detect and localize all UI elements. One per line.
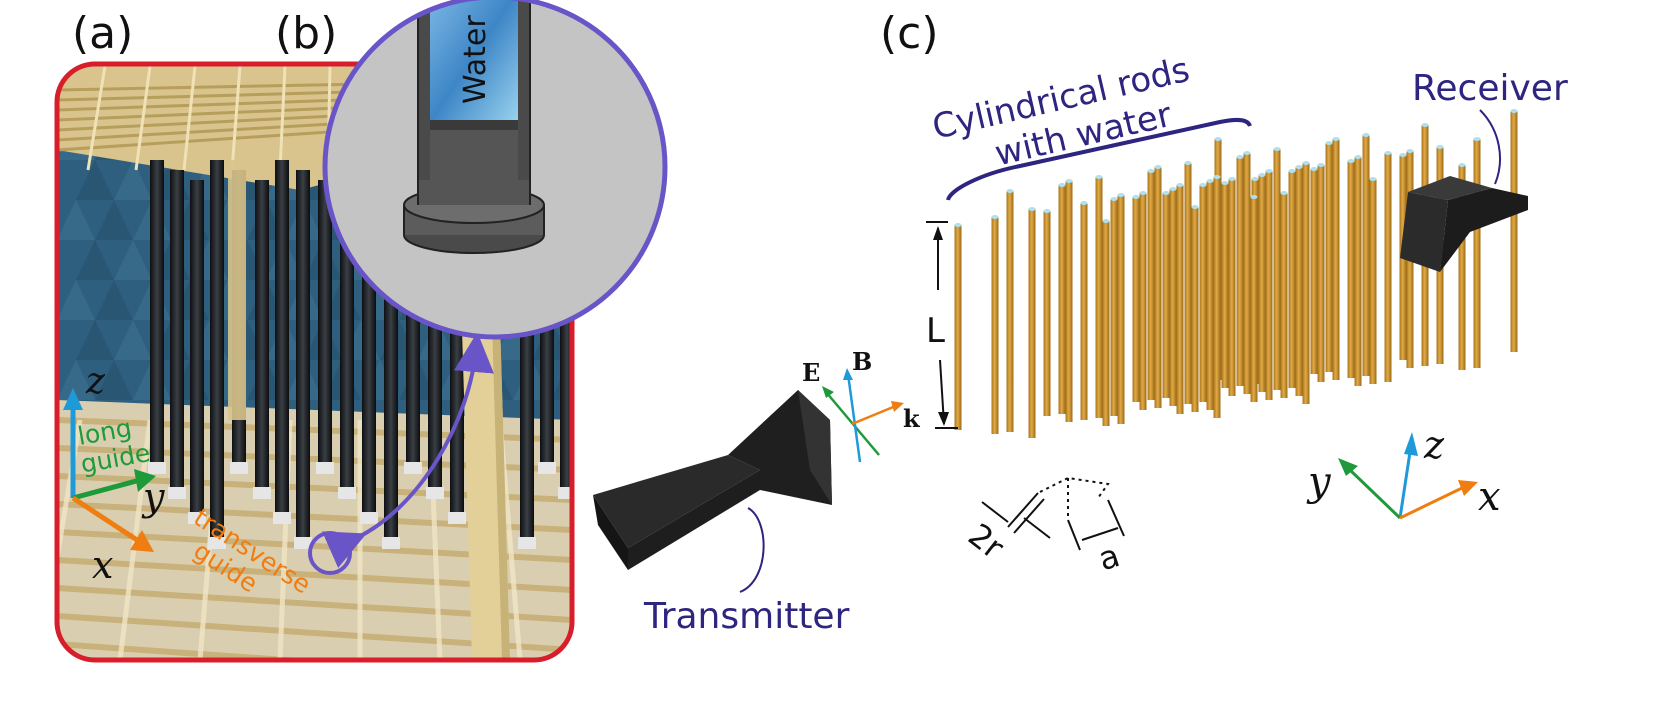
rods-brace bbox=[946, 117, 1252, 201]
field-k-label: k bbox=[903, 404, 921, 433]
receiver-label: Receiver bbox=[1412, 68, 1568, 109]
inset-panel: Water bbox=[322, 0, 668, 340]
inset-frame bbox=[322, 0, 668, 340]
radius-label: 2r bbox=[961, 516, 1011, 567]
length-label: L bbox=[926, 311, 945, 351]
water-label: Water bbox=[458, 15, 493, 104]
length-dimension bbox=[926, 221, 958, 429]
photo-axis-z: z bbox=[85, 361, 106, 402]
photo-axes bbox=[63, 388, 156, 552]
schematic-axis-z: z bbox=[1423, 423, 1445, 467]
transmitter-label: Transmitter bbox=[643, 596, 850, 637]
photo-axis-x: x bbox=[92, 543, 113, 587]
panel-label-b: (b) bbox=[275, 8, 337, 59]
transmitter-leader bbox=[739, 507, 765, 593]
field-vectors bbox=[822, 368, 904, 463]
schematic-axes bbox=[1338, 432, 1478, 520]
receiver-leader bbox=[1479, 109, 1501, 185]
field-b-label: B bbox=[852, 347, 872, 376]
field-e-label: E bbox=[802, 358, 820, 387]
receiver-horn bbox=[1400, 176, 1528, 272]
panel-label-c: (c) bbox=[880, 8, 939, 59]
inset-connector-arrow bbox=[321, 332, 494, 568]
schematic-axis-x: x bbox=[1478, 474, 1501, 520]
spacing-dimensions bbox=[981, 476, 1125, 551]
transmitter-horn bbox=[593, 390, 832, 570]
spacing-label: a bbox=[1094, 536, 1124, 578]
panel-label-a: (a) bbox=[72, 8, 133, 59]
rods-label: Cylindrical rods with water bbox=[929, 47, 1213, 186]
schematic-axis-y: y bbox=[1306, 459, 1332, 505]
photo-frame bbox=[54, 61, 575, 663]
photo-axis-y: y bbox=[141, 475, 165, 519]
cylindrical-rods bbox=[954, 109, 1518, 438]
